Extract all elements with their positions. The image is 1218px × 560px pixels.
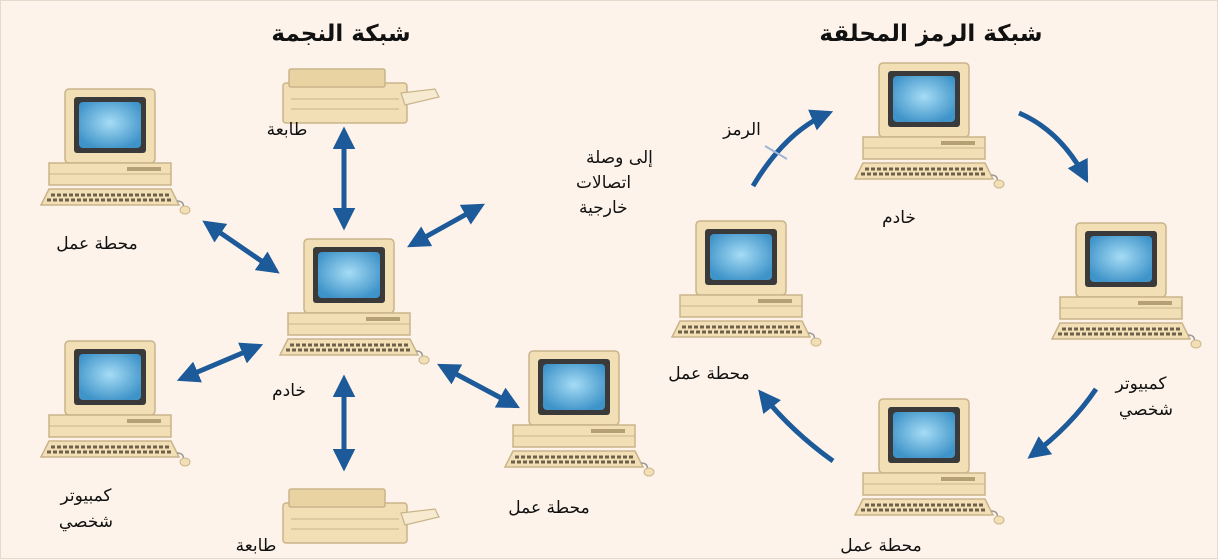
ring-pc-icon xyxy=(1050,221,1203,350)
ring-network-title: شبكة الرمز المحلقة xyxy=(819,21,1042,47)
star-pc-icon xyxy=(39,339,192,468)
ring-workstation-bottom-icon xyxy=(853,397,1006,526)
arrow-ring-pc-to-workstation xyxy=(1027,387,1099,459)
star-workstation-left-icon xyxy=(39,87,192,216)
ring-workstation-left-icon xyxy=(670,219,823,348)
star-server-icon xyxy=(278,237,431,366)
star-workstation-right-label: محطة عمل xyxy=(508,498,589,518)
arrow-ring-workstation-to-server xyxy=(750,109,834,188)
star-workstation-right-icon xyxy=(503,349,656,478)
star-server-label: خادم xyxy=(272,381,306,401)
token-marker xyxy=(764,145,788,160)
star-pc-label-line2: شخصي xyxy=(59,512,113,532)
ring-workstation-bottom-label: محطة عمل xyxy=(840,536,921,556)
ring-server-label: خادم xyxy=(882,208,916,228)
ring-arrows xyxy=(750,109,1099,464)
arrow-server-workstation-left xyxy=(202,220,280,274)
arrow-ring-server-to-pc xyxy=(1018,110,1089,183)
arrow-server-external xyxy=(407,203,485,248)
ring-token-label: الرمز xyxy=(722,120,761,140)
star-pc-label-line1: كمبيوتر xyxy=(59,486,112,506)
star-external-label-line2: اتصالات xyxy=(576,173,631,193)
star-printer-bottom-label: طابعة xyxy=(236,536,277,556)
ring-pc-label-line1: كمبيوتر xyxy=(1114,374,1167,394)
star-network-title: شبكة النجمة xyxy=(271,21,410,47)
star-printer-top-label: طابعة xyxy=(267,120,308,140)
arrow-server-pc xyxy=(176,342,264,383)
star-arrows xyxy=(176,126,520,472)
star-printer-top-icon xyxy=(282,68,440,124)
star-external-label-line1: إلى وصلة xyxy=(586,148,653,168)
star-workstation-left-label: محطة عمل xyxy=(56,234,137,254)
ring-pc-label-line2: شخصي xyxy=(1119,400,1173,420)
star-external-label-line3: خارجية xyxy=(579,198,628,218)
star-printer-bottom-icon xyxy=(282,488,440,544)
arrow-ring-workstation-to-left xyxy=(758,389,835,464)
ring-workstation-left-label: محطة عمل xyxy=(668,364,749,384)
ring-server-icon xyxy=(853,61,1006,190)
arrow-server-workstation-right xyxy=(437,363,520,409)
